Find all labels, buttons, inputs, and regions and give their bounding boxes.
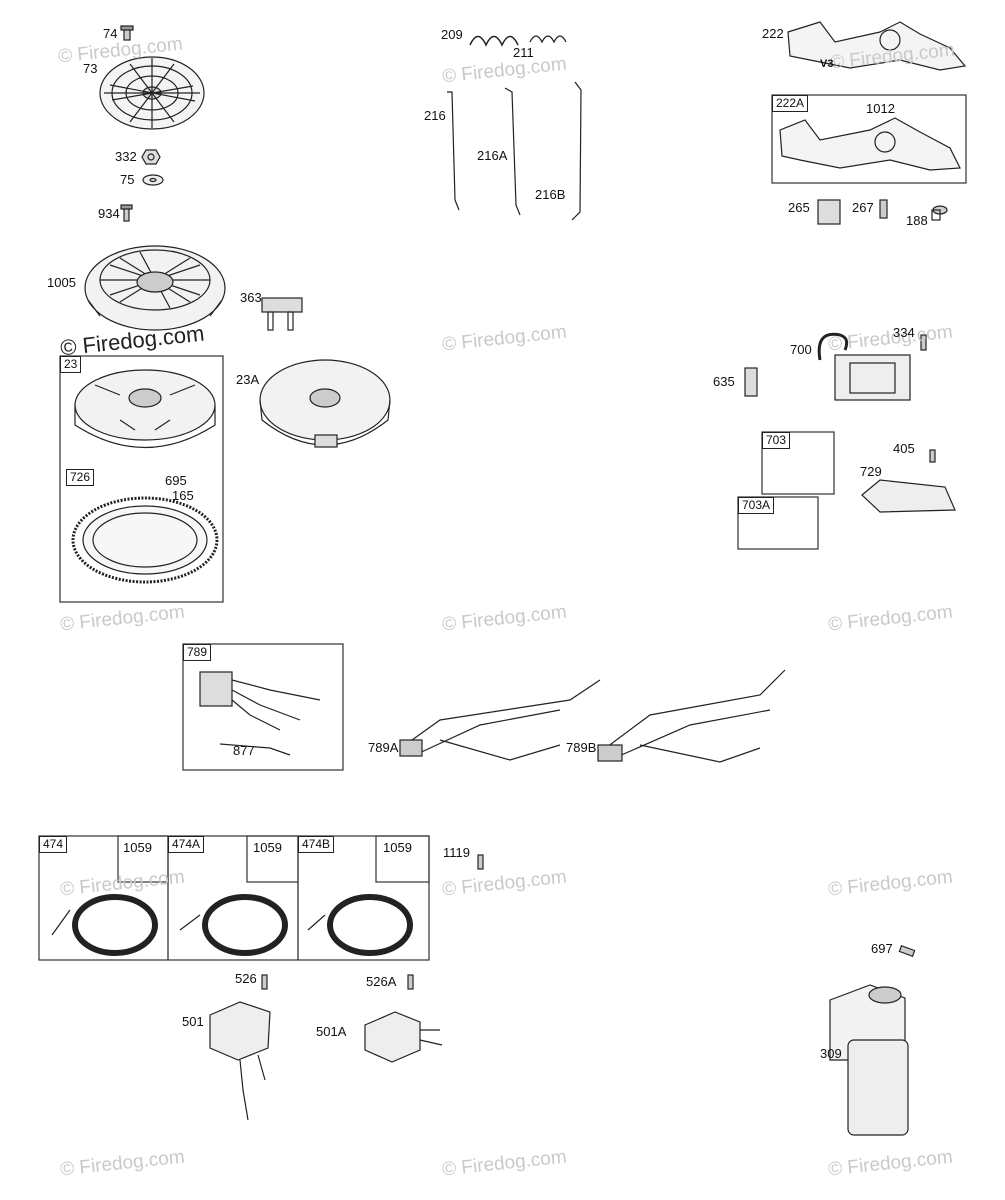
callout-501: 501 xyxy=(182,1014,204,1029)
callout-501A: 501A xyxy=(316,1024,347,1039)
callout-1059: 1059 xyxy=(383,840,412,855)
screw-267-illustration xyxy=(879,199,888,219)
shim-729-illustration xyxy=(861,479,956,513)
callout-267: 267 xyxy=(852,200,874,215)
regulator-501-illustration xyxy=(209,1001,271,1121)
callout-474B: 474B xyxy=(298,836,335,853)
governor-bracket-222-illustration xyxy=(787,21,967,71)
callout-211: 211 xyxy=(513,45,534,60)
ignition-armature-700-illustration xyxy=(817,332,911,401)
callout-309: 309 xyxy=(820,1046,842,1061)
callout-697: 697 xyxy=(871,941,893,956)
callout-216A: 216A xyxy=(477,148,508,163)
callout-334: 334 xyxy=(893,325,915,340)
spring-211-illustration xyxy=(529,35,567,44)
callout-703A: 703A xyxy=(738,497,775,514)
callout-726: 726 xyxy=(66,469,95,486)
callout-V3: V3 xyxy=(820,58,834,70)
callout-789: 789 xyxy=(183,644,212,661)
governor-bracket-222A-illustration xyxy=(779,117,961,171)
callout-74: 74 xyxy=(103,26,118,41)
blower-screen-illustration xyxy=(99,56,205,130)
callout-703: 703 xyxy=(762,432,791,449)
callout-729: 729 xyxy=(860,464,882,479)
callout-265: 265 xyxy=(788,200,810,215)
screw-405-illustration xyxy=(929,449,936,463)
callout-1119: 1119 xyxy=(443,845,470,860)
callout-635: 635 xyxy=(713,374,735,389)
callout-73: 73 xyxy=(83,61,98,76)
callout-474: 474 xyxy=(39,836,68,853)
alternator-474-illustration xyxy=(51,894,158,956)
screw-526-illustration xyxy=(261,974,268,990)
screw-697-illustration xyxy=(898,945,916,957)
callout-405: 405 xyxy=(893,441,915,456)
flywheel-23-illustration xyxy=(74,369,216,448)
callout-526A: 526A xyxy=(366,974,397,989)
callout-934: 934 xyxy=(98,206,120,221)
rod-216B-illustration xyxy=(571,81,582,221)
wire-harness-789A-illustration xyxy=(399,679,601,761)
screw-934-illustration xyxy=(120,204,133,222)
screw-74-illustration xyxy=(120,25,134,41)
callout-789A: 789A xyxy=(368,740,399,755)
callout-216B: 216B xyxy=(535,187,566,202)
screw-526A-illustration xyxy=(407,974,414,990)
alternator-474B-illustration xyxy=(307,894,413,956)
callout-474A: 474A xyxy=(168,836,205,853)
callout-188: 188 xyxy=(906,213,928,228)
bolt-188-illustration xyxy=(931,205,948,221)
callout-700: 700 xyxy=(790,342,812,357)
callout-222A: 222A xyxy=(772,95,809,112)
callout-789B: 789B xyxy=(566,740,597,755)
screw-1119-illustration xyxy=(477,854,484,870)
callout-1059: 1059 xyxy=(123,840,152,855)
callout-363: 363 xyxy=(240,290,262,305)
ring-gear-726-illustration xyxy=(71,496,219,584)
clip-265-illustration xyxy=(817,199,841,225)
callout-1012: 1012 xyxy=(866,101,895,116)
callout-209: 209 xyxy=(441,27,463,42)
callout-526: 526 xyxy=(235,971,257,986)
callout-165: 165 xyxy=(172,488,194,503)
callout-1059: 1059 xyxy=(253,840,282,855)
fan-1005-illustration xyxy=(84,245,226,331)
callout-75: 75 xyxy=(120,172,135,187)
starter-motor-309-illustration xyxy=(829,984,909,1136)
clamp-363-illustration xyxy=(261,297,303,331)
spark-plug-boot-635-illustration xyxy=(744,367,758,397)
callout-877: 877 xyxy=(233,743,255,758)
callout-1005: 1005 xyxy=(47,275,76,290)
regulator-501A-illustration xyxy=(364,1011,443,1063)
callout-332: 332 xyxy=(115,149,137,164)
callout-23: 23 xyxy=(60,356,82,373)
callout-222: 222 xyxy=(762,26,784,41)
rod-216A-illustration xyxy=(504,87,521,216)
wire-harness-789-illustration xyxy=(199,671,321,756)
washer-75-illustration xyxy=(142,174,164,186)
nut-332-illustration xyxy=(141,149,161,165)
callout-695: 695 xyxy=(165,473,187,488)
rod-216-illustration xyxy=(447,91,460,211)
flywheel-23A-illustration xyxy=(259,359,391,448)
alternator-474A-illustration xyxy=(179,894,288,956)
wire-harness-789B-illustration xyxy=(597,669,786,763)
callout-216: 216 xyxy=(424,108,446,123)
screw-334-illustration xyxy=(920,334,927,351)
callout-23A: 23A xyxy=(236,372,260,387)
spring-209-illustration xyxy=(469,35,519,47)
